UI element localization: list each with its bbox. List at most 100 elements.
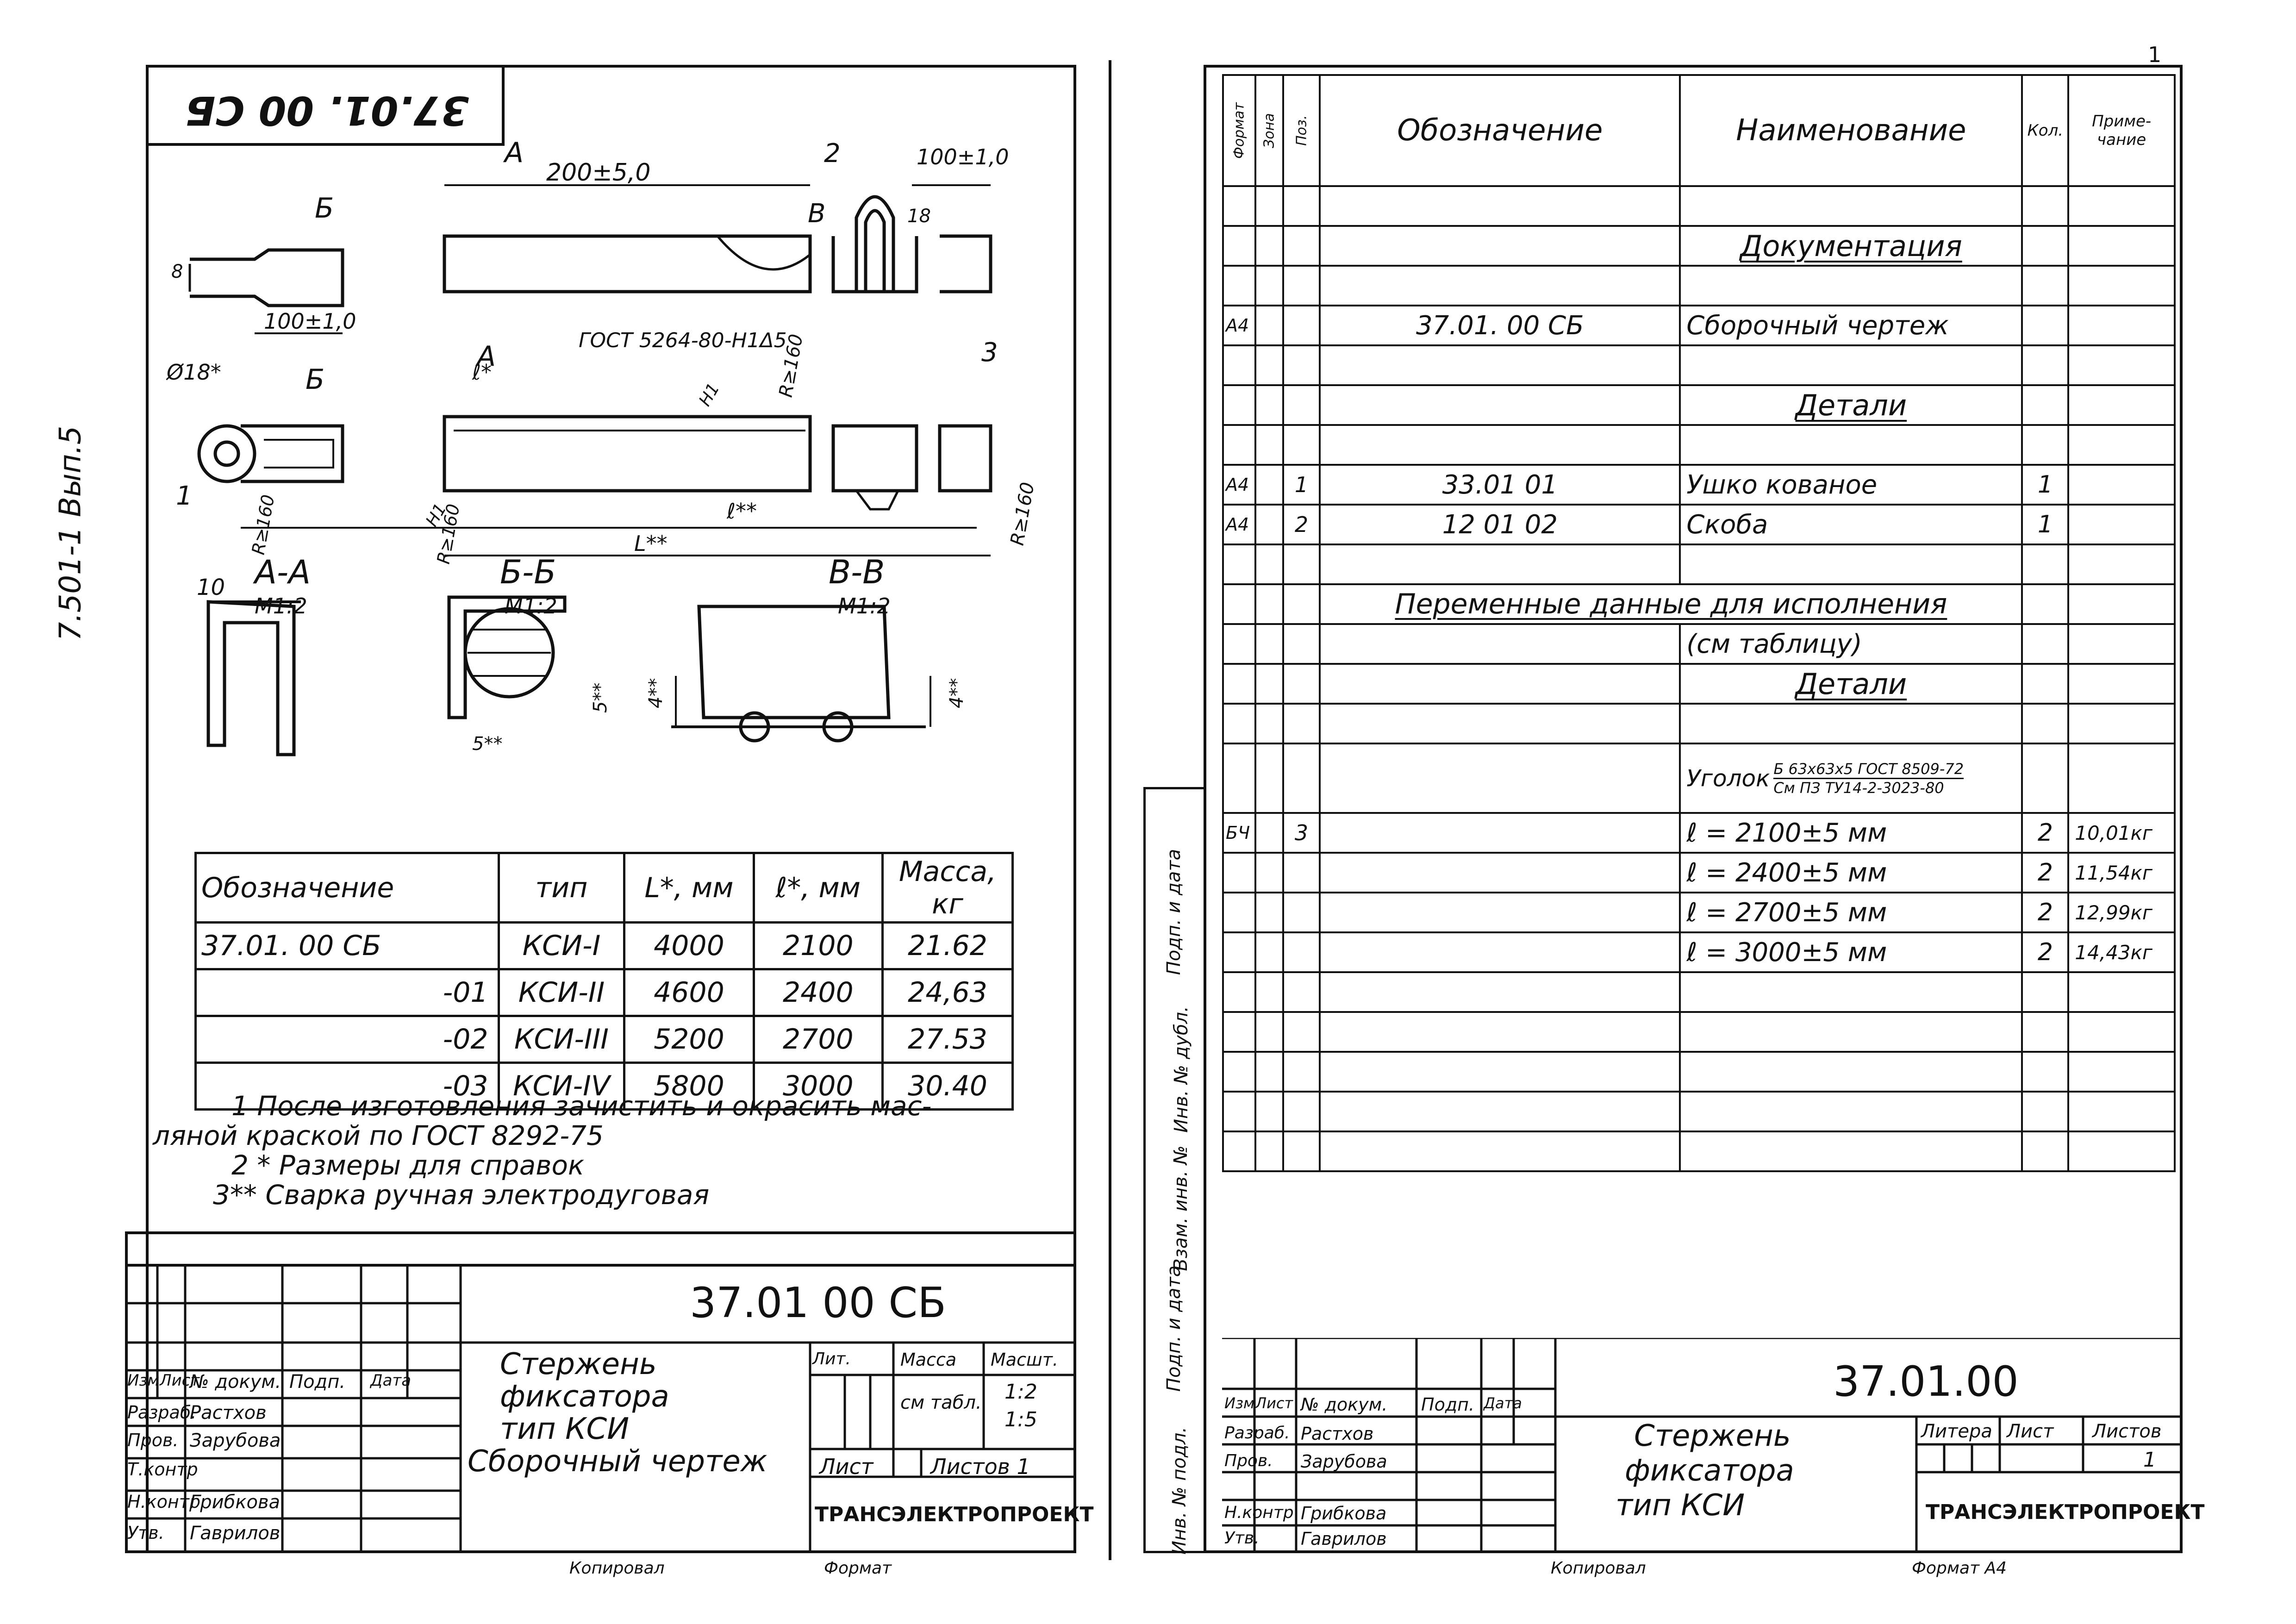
left-col-scale: Масшт. xyxy=(991,1349,1058,1370)
variants-header-row: Обозначение тип L*, мм ℓ*, мм Масса, кг xyxy=(194,852,1014,924)
spec-format xyxy=(1222,623,1256,665)
spec-qty xyxy=(2021,1051,2070,1093)
spec-qty: 2 xyxy=(2021,892,2070,933)
right-rev-sign: Подп. xyxy=(1421,1394,1475,1415)
spec-zone xyxy=(1254,971,1284,1013)
spec-zone xyxy=(1254,384,1284,426)
left-role-3: Н.контр xyxy=(127,1492,200,1512)
spec-note xyxy=(2067,384,2176,426)
spec-pos xyxy=(1282,852,1321,893)
spec-note xyxy=(2067,1091,2176,1132)
spec-note xyxy=(2067,663,2176,705)
spec-row: Детали xyxy=(1222,663,2176,705)
spec-qty: 2 xyxy=(2021,812,2070,854)
dim-18: 18 xyxy=(907,206,931,227)
spec-zone xyxy=(1254,812,1284,854)
dim-8: 8 xyxy=(171,261,183,282)
dim-phi18: Ø18* xyxy=(166,360,221,385)
spec-name xyxy=(1679,703,2023,744)
section-bb-title: Б-Б xyxy=(500,553,556,591)
row-L: 4600 xyxy=(623,968,755,1017)
spec-note xyxy=(2067,185,2176,227)
right-person-4: Гаврилов xyxy=(1301,1529,1387,1549)
spec-name: Скоба xyxy=(1679,504,2023,545)
hdr-L: L*, мм xyxy=(623,852,755,924)
spec-row xyxy=(1222,344,2176,386)
left-rev-date: Дата xyxy=(370,1371,412,1390)
row-L: 5200 xyxy=(623,1015,755,1064)
right-org: ТРАНСЭЛЕКТРОПРОЕКТ xyxy=(1926,1500,2205,1524)
spec-format xyxy=(1222,1091,1256,1132)
left-bottom-copy: Копировал xyxy=(569,1559,665,1578)
note-1: 1 После изготовления зачистить и окрасит… xyxy=(231,1090,932,1122)
spec-note xyxy=(2067,1011,2176,1053)
side-label: 7.501-1 Вып.5 xyxy=(53,425,88,641)
spec-name xyxy=(1679,265,2023,306)
spec-format xyxy=(1222,185,1256,227)
spec-code: 12 01 02 xyxy=(1319,504,1681,545)
spec-row: (см таблицу) xyxy=(1222,623,2176,665)
spec-pos xyxy=(1282,892,1321,933)
table-row: -02 КСИ-III 5200 2700 27.53 xyxy=(194,1015,1014,1064)
spec-row: Детали xyxy=(1222,384,2176,426)
spec-note xyxy=(2067,424,2176,466)
left-sheet-frame-outer xyxy=(125,1231,1076,1553)
spec-name: Документация xyxy=(1679,225,2023,267)
spec-name xyxy=(1679,424,2023,466)
spec-qty xyxy=(2021,305,2070,346)
marker-a-front: А xyxy=(475,340,496,373)
spec-note xyxy=(2067,344,2176,386)
notes: 1 После изготовления зачистить и окрасит… xyxy=(153,1093,1055,1208)
right-name-1: фиксатора xyxy=(1625,1454,1794,1488)
spec-note xyxy=(2067,543,2176,585)
section-bb-scale: М1:2 xyxy=(505,593,557,618)
dim-n1-a: Н1 xyxy=(695,380,723,410)
left-sheets-label: Листов 1 xyxy=(930,1454,1030,1479)
spec-pos xyxy=(1282,185,1321,227)
left-role-1: Пров. xyxy=(127,1430,179,1450)
dim-L-star: L** xyxy=(634,531,668,556)
right-bottom-copy: Копировал xyxy=(1551,1559,1646,1578)
spec-code xyxy=(1319,663,1681,705)
stamp-code: 37.01. 00 СБ xyxy=(185,87,469,133)
spec-note xyxy=(2067,265,2176,306)
dim-gost-weld: ГОСТ 5264-80-Н1Δ5 xyxy=(579,329,787,352)
spec-zone xyxy=(1254,305,1284,346)
spec-code xyxy=(1319,1051,1681,1093)
spec-name xyxy=(1679,1011,2023,1053)
spec-note xyxy=(2067,1051,2176,1093)
spec-zone xyxy=(1254,703,1284,744)
spec-note xyxy=(2067,743,2176,814)
spec-note xyxy=(2067,583,2176,625)
left-sheet-label: Лист xyxy=(819,1454,873,1479)
spec-format xyxy=(1222,225,1256,267)
left-scale-2: 1:5 xyxy=(1004,1408,1037,1431)
spec-qty: 2 xyxy=(2021,852,2070,893)
spec-hdr-qty: Кол. xyxy=(2021,74,2070,187)
spec-qty xyxy=(2021,583,2070,625)
eye-ring xyxy=(197,424,256,483)
spec-pos xyxy=(1282,623,1321,665)
spec-pos xyxy=(1282,703,1321,744)
bar-end-top xyxy=(190,248,344,307)
section-vv xyxy=(697,605,891,719)
hdr-mass: Масса, кг xyxy=(881,852,1014,924)
spec-pos xyxy=(1282,743,1321,814)
spec-name: ℓ = 2700±5 мм xyxy=(1679,892,2023,933)
right-title-grid xyxy=(1222,1338,2183,1553)
variants-table: Обозначение тип L*, мм ℓ*, мм Масса, кг … xyxy=(194,852,1014,1111)
spec-code xyxy=(1319,384,1681,426)
spec-pos xyxy=(1282,344,1321,386)
right-rev-date: Дата xyxy=(1484,1394,1522,1412)
spec-row xyxy=(1222,1131,2176,1172)
left-bottom-format: Формат xyxy=(824,1559,892,1578)
spec-qty xyxy=(2021,623,2070,665)
spec-hdr-pos: Поз. xyxy=(1283,75,1320,186)
right-col-sheet: Лист xyxy=(2007,1421,2054,1442)
spec-format xyxy=(1222,703,1256,744)
spec-pos xyxy=(1282,1011,1321,1053)
